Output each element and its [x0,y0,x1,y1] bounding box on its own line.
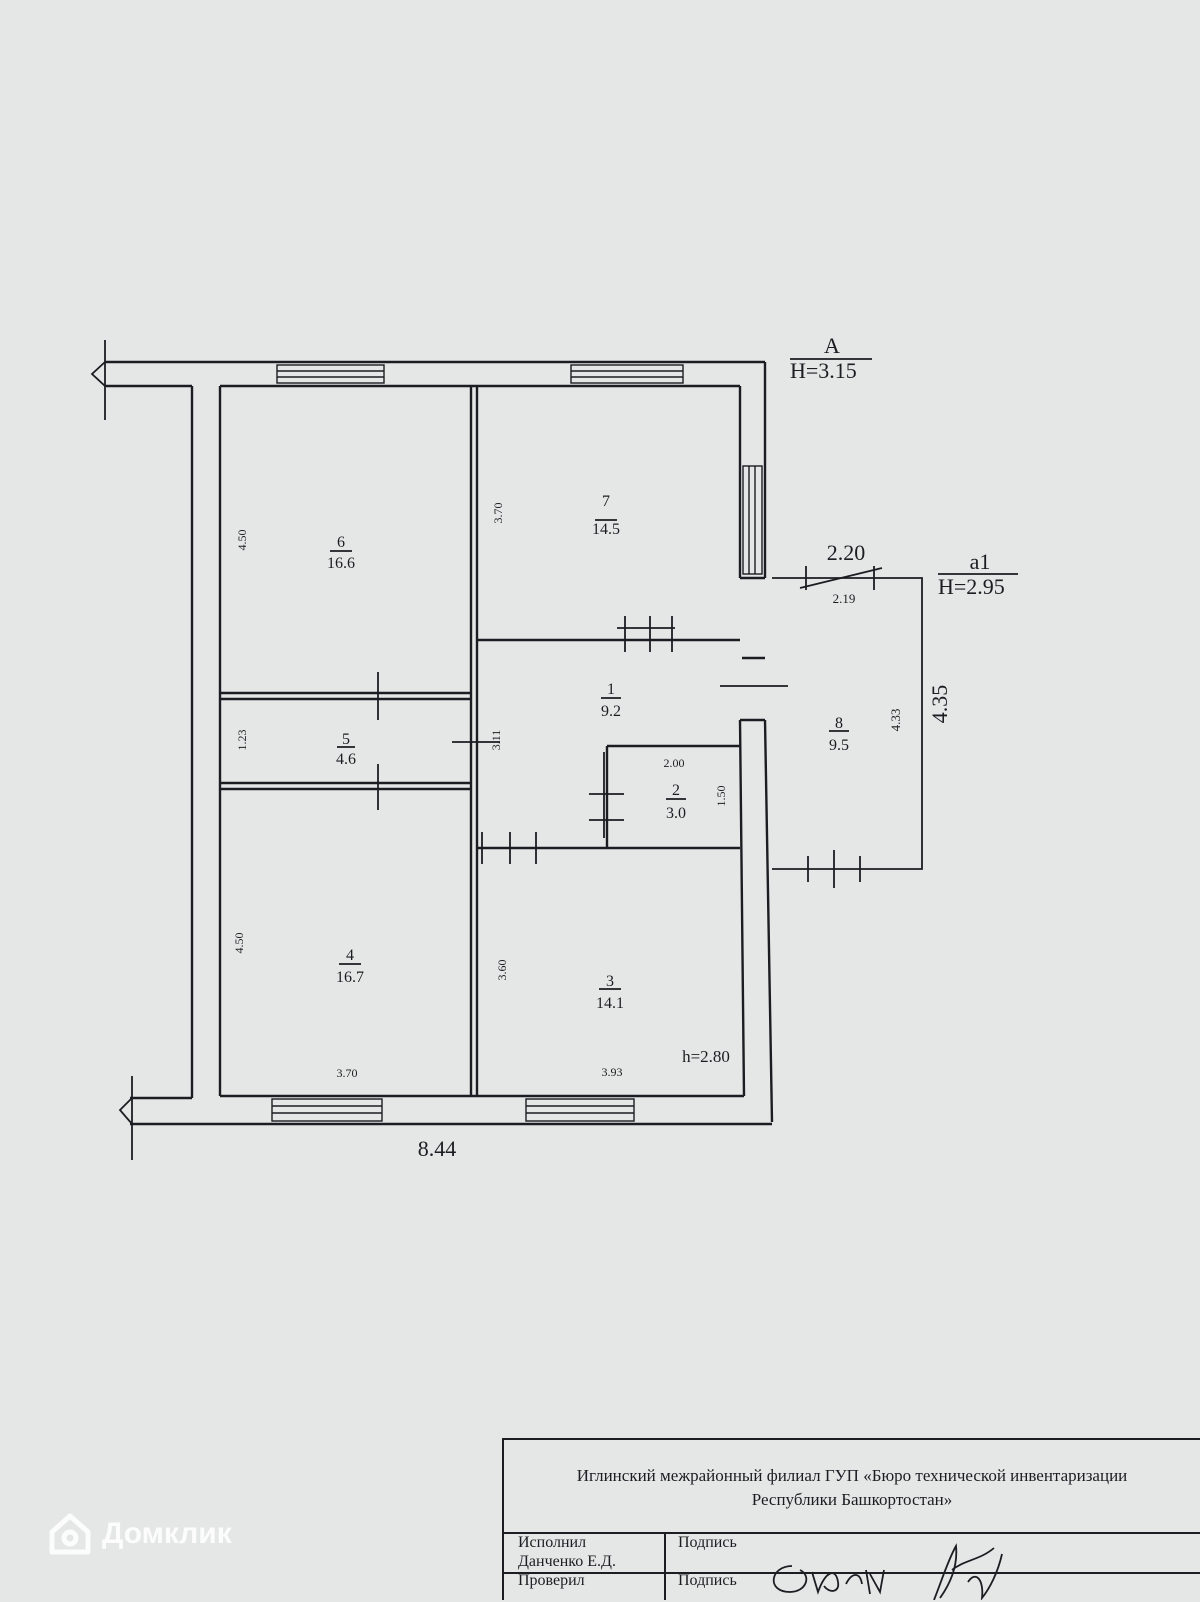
overall-width: 8.44 [418,1136,457,1161]
room-3-area: 14.1 [596,995,624,1012]
ceiling-height: h=2.80 [682,1047,730,1066]
executed-label: Исполнил [518,1534,587,1551]
room-1-area: 9.2 [601,703,621,720]
room-fraction-bars [330,519,849,990]
checker-row: Проверил Подпись [504,1572,1200,1602]
room-3-width-dim: 3.93 [602,1065,623,1079]
room-6-area: 16.6 [327,555,355,572]
section-a1-height: H=2.95 [938,574,1005,599]
room-1-height-dim: 3.11 [489,730,503,751]
room-4-number: 4 [346,947,354,964]
organization-name: Иглинский межрайонный филиал ГУП «Бюро т… [504,1464,1200,1512]
room-3-height-dim: 3.60 [495,960,509,981]
door-marks [377,616,788,864]
section-a-height: H=3.15 [790,358,857,383]
annex-a1 [772,566,923,888]
room-7-number: 7 [602,493,610,510]
room-2-number: 2 [672,782,680,799]
room-4-width-dim: 3.70 [337,1066,358,1080]
interior-walls [220,386,765,1096]
room-8-number: 8 [835,715,843,732]
room-6-number: 6 [337,534,345,551]
room-5-height-dim: 1.23 [235,730,249,751]
signature-label: Подпись [678,1534,737,1551]
room-5-number: 5 [342,731,350,748]
room-1-number: 1 [607,681,615,698]
room-4-height-dim: 4.50 [232,933,246,954]
room-6-height-dim: 4.50 [235,530,249,551]
room-2-height-dim: 1.50 [714,786,728,807]
annex-length: 4.35 [927,685,952,724]
stamp-column-divider [664,1532,666,1600]
room-8-area: 9.5 [829,737,849,754]
room-5-area: 4.6 [336,751,356,768]
outer-walls [90,340,774,1160]
room-3-number: 3 [606,973,614,990]
room-7-height-dim: 3.70 [491,503,505,524]
organization-name-line2: Республики Башкортостан» [751,1490,953,1509]
room-4-area: 16.7 [336,969,364,986]
room-2-area: 3.0 [666,805,686,822]
title-block-stamp: Иглинский межрайонный филиал ГУП «Бюро т… [502,1438,1200,1600]
executor-row: Исполнил Данченко Е.Д. Подпись [504,1532,1200,1574]
handwritten-signature [772,1543,1003,1600]
room-7-area: 14.5 [592,521,620,538]
signature-label-2: Подпись [678,1572,737,1589]
organization-name-line1: Иглинский межрайонный филиал ГУП «Бюро т… [576,1466,1128,1485]
windows [271,364,763,1122]
annex-width-outer: 2.20 [827,540,866,565]
annex-depth-inner: 4.33 [888,709,903,732]
house-logo-icon [49,1513,91,1555]
section-a-label: А [824,333,840,358]
annex-width-inner: 2.19 [833,591,856,606]
executor-name: Данченко Е.Д. [518,1553,616,1570]
checked-label: Проверил [518,1572,585,1589]
section-a1-label: а1 [970,549,991,574]
domclick-watermark: Домклик [48,1512,232,1556]
watermark-text: Домклик [102,1517,232,1550]
room-2-width-dim: 2.00 [664,756,685,770]
